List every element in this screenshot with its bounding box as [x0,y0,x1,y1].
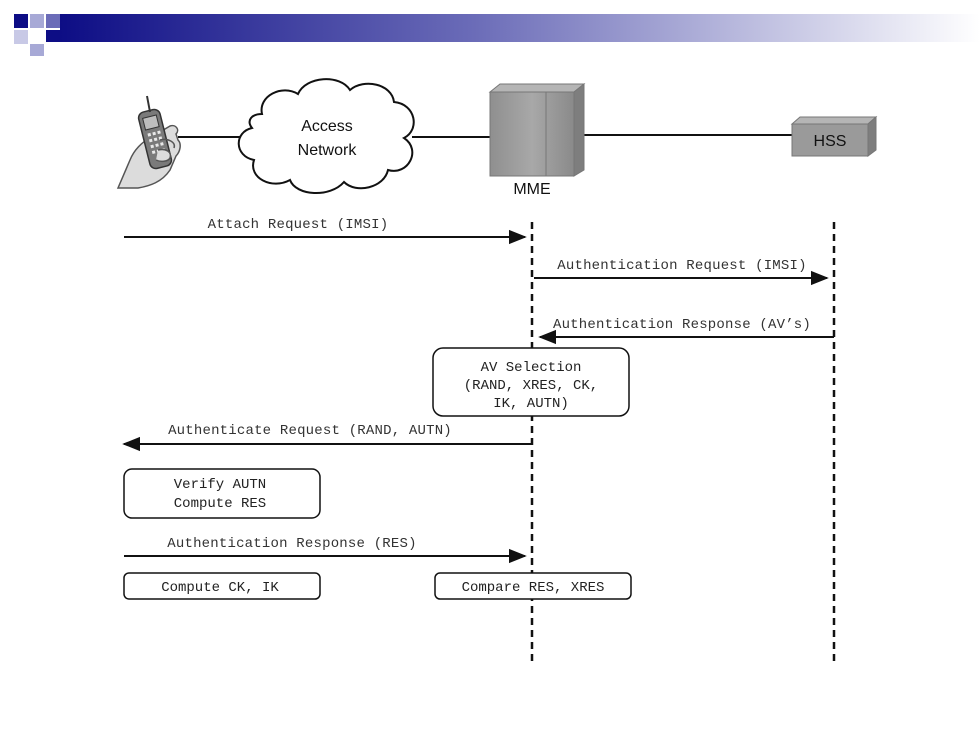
authentication-response-avs-label: Authentication Response (AV’s) [553,317,811,333]
mobile-phone-in-hand-icon [116,95,181,189]
verify-autn-box [123,468,321,519]
authenticate-request-label: Authenticate Request (RAND, AUTN) [168,423,452,439]
av-selection-box [432,347,630,417]
authentication-response-res-label: Authentication Response (RES) [167,536,416,552]
banner-square-light-2 [30,44,44,56]
banner-square-pale [14,30,28,44]
authentication-request-label: Authentication Request (IMSI) [557,258,806,274]
mme-label: MME [513,181,550,198]
database-box-icon [790,115,878,157]
attach-request-label: Attach Request (IMSI) [208,217,389,233]
server-cabinet-icon [488,82,586,177]
hss-label: HSS [814,133,847,150]
banner-square-mid [46,14,60,28]
compute-ck-ik-box [123,572,321,600]
verify-autn-line1: Verify AUTN [174,477,266,493]
compare-res-xres-label: Compare RES, XRES [462,580,605,596]
av-selection-line3: IK, AUTN) [493,396,569,412]
av-selection-line2: (RAND, XRES, CK, [464,378,598,394]
banner-square-light [30,14,44,28]
slide-banner [14,14,980,56]
banner-square-dark-2 [46,30,60,42]
compute-ck-ik-label: Compute CK, IK [161,580,279,596]
banner-square-dark [14,14,28,28]
compare-res-xres-box [434,572,632,600]
banner-gradient-bar [60,14,980,42]
av-selection-line1: AV Selection [481,360,582,376]
access-network-label-line2: Network [298,142,358,159]
access-network-label-line1: Access [301,118,353,135]
verify-autn-line2: Compute RES [174,496,266,512]
cloud-icon [237,78,415,195]
